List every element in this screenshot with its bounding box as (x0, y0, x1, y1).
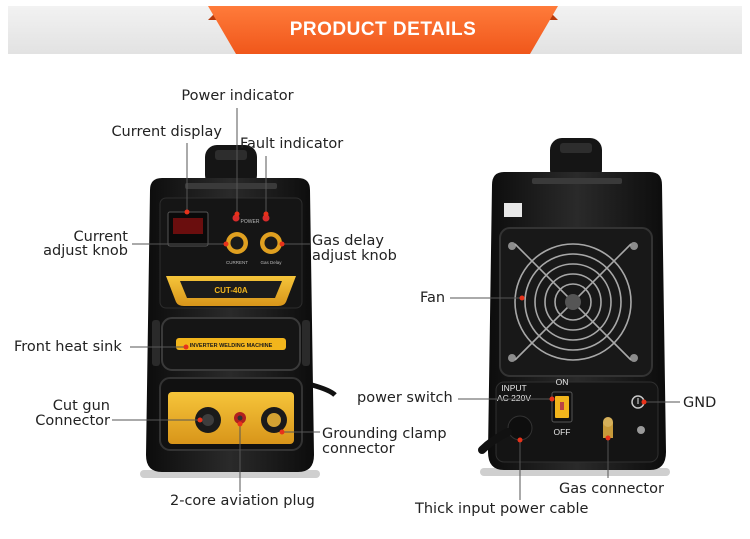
dot-cut-gun (197, 417, 203, 423)
dot-gnd (641, 399, 647, 405)
dot-input-cable (517, 437, 523, 443)
dot-fan (519, 295, 525, 301)
fan-screw-bl (508, 354, 516, 362)
label-input-cable: Thick input power cable (415, 501, 589, 517)
dot-current-knob (223, 241, 229, 247)
label-gas-delay-2: adjust knob (312, 248, 397, 264)
dot-power-switch (549, 396, 555, 402)
off-text: OFF (554, 427, 571, 437)
fan-hub (565, 294, 581, 310)
current-adjust-knob (230, 236, 244, 250)
label-cut-gun-1: Cut gun (52, 398, 110, 414)
front-heat-sink-slot-l (152, 320, 160, 366)
label-current-display: Current display (111, 124, 222, 140)
front-heat-sink-slot-r (302, 320, 310, 366)
front-power-cable (311, 382, 337, 397)
model-text: CUT-40A (214, 286, 248, 295)
front-unit: POWER CURRENT Gas Delay CUT-40A INVERTER… (140, 145, 337, 478)
current-display-digits (173, 218, 203, 234)
banner-title: PRODUCT DETAILS (289, 19, 477, 40)
gas-connector (603, 422, 613, 438)
power-switch-mark (560, 402, 564, 410)
dot-fault-indicator (263, 211, 269, 217)
back-unit: INPUT AC 220V ON OFF (478, 138, 670, 476)
input-text-2: AC 220V (497, 393, 531, 403)
banner-bar: PRODUCT DETAILS (8, 6, 742, 54)
label-power-switch: power switch (357, 390, 453, 406)
dot-grounding (279, 429, 285, 435)
aviation-plug-core (237, 415, 243, 421)
fan-screw-br (630, 354, 638, 362)
back-handle-top (560, 143, 592, 153)
dot-gas-knob (279, 241, 285, 247)
banner-tab (208, 6, 558, 54)
grounding-clamp-connector (267, 413, 281, 427)
inverter-strip (176, 338, 286, 350)
label-aviation-plug: 2-core aviation plug (170, 493, 315, 509)
label-power-indicator: Power indicator (181, 88, 294, 104)
callout-lines (112, 108, 680, 500)
label-fan: Fan (420, 290, 446, 306)
callout-dots (183, 209, 647, 443)
back-screw (637, 426, 645, 434)
label-gas-connector: Gas connector (559, 481, 664, 497)
dot-aviation-plug (237, 421, 243, 427)
rating-label (504, 203, 522, 217)
label-grounding-1: Grounding clamp (322, 426, 447, 442)
label-cut-gun-2: Connector (35, 413, 110, 429)
dot-gas-connector (605, 435, 611, 441)
label-current-adjust-1: Current (73, 229, 128, 245)
input-power-cable (478, 428, 512, 454)
dot-current-display (184, 209, 190, 215)
dot-front-heat-sink (183, 344, 189, 350)
on-text: ON (556, 377, 569, 387)
front-top-slot (185, 183, 277, 189)
gas-delay-text: Gas Delay (260, 260, 282, 265)
label-gnd: GND (683, 395, 717, 411)
current-text: CURRENT (226, 260, 248, 265)
power-text: POWER (241, 219, 260, 225)
label-gas-delay-1: Gas delay (312, 233, 384, 249)
inverter-strip-text: INVERTER WELDING MACHINE (190, 343, 273, 349)
gas-delay-knob (264, 236, 278, 250)
connector-panel-gold (168, 392, 294, 444)
fan-screw-tr (630, 242, 638, 250)
input-cable-gland (507, 415, 533, 441)
label-front-heat-sink: Front heat sink (14, 339, 122, 355)
model-plate-inner (180, 281, 282, 298)
input-text-1: INPUT (501, 383, 527, 393)
dot-power-indicator (234, 211, 240, 217)
back-top-slot (532, 178, 622, 184)
label-current-adjust-2: adjust knob (43, 243, 128, 259)
fan-screw-tl (508, 242, 516, 250)
cut-gun-connector (202, 414, 214, 426)
back-lower-panel (495, 381, 659, 463)
front-handle-top (215, 150, 247, 160)
label-fault-indicator: Fault indicator (240, 136, 344, 152)
gas-connector-nut (603, 417, 613, 427)
fault-indicator-led (262, 214, 270, 222)
label-grounding-2: connector (322, 441, 395, 457)
